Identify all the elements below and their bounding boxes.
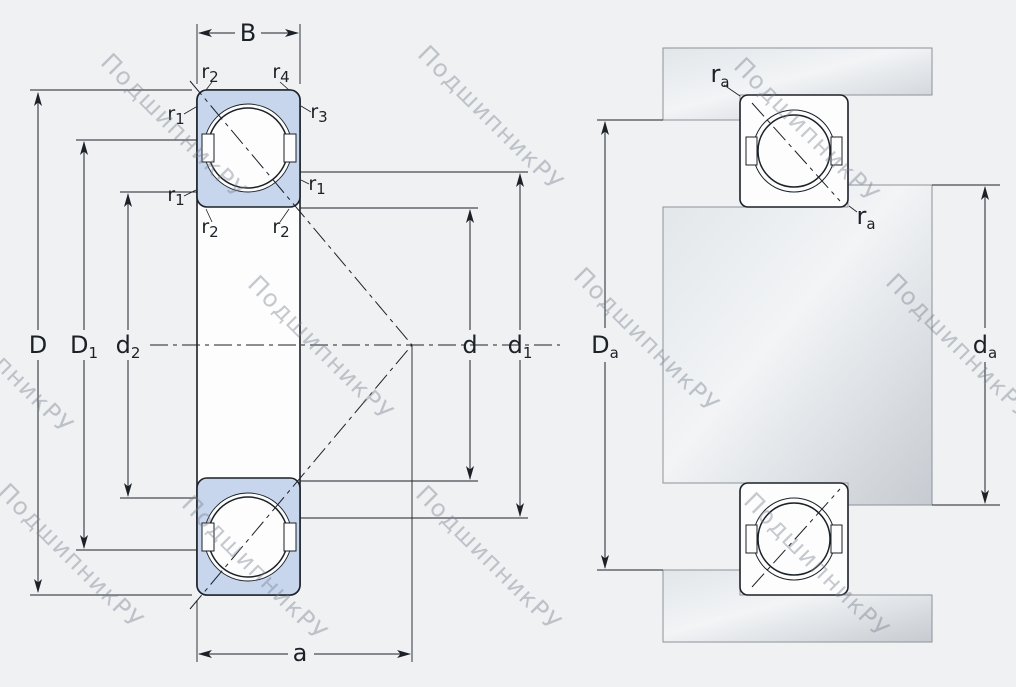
dim-label-a: a	[293, 639, 308, 667]
bottom-ring-section	[196, 477, 301, 596]
ball	[207, 496, 289, 578]
dim-label-Da: Da	[591, 331, 619, 362]
dimension-a: a	[196, 345, 413, 667]
cage-segment	[283, 522, 297, 552]
label-r1-upper-left: r1	[167, 103, 184, 128]
cage-segment	[283, 133, 297, 163]
dimension-B: B	[196, 19, 301, 84]
radius-labels: r2 r4 r1 r3 r1	[167, 61, 327, 241]
ball	[757, 114, 831, 188]
dim-label-D1: D1	[70, 331, 98, 362]
top-ring-section	[196, 89, 301, 208]
label-r1-inner-right: r1	[308, 173, 325, 198]
dimension-d2: d2	[116, 191, 197, 499]
right-view-mounting-section: Da da ra ra	[591, 47, 1000, 643]
contact-angle-line-bottom	[189, 344, 413, 610]
dimension-Da: Da	[591, 119, 663, 571]
label-ra-housing: ra	[710, 60, 729, 91]
mounted-bearing-bottom	[739, 482, 849, 596]
ball	[207, 107, 289, 189]
cage-segment	[745, 136, 758, 166]
label-r1-lower-left: r1	[167, 184, 184, 209]
label-r2-bottom-left: r2	[201, 216, 218, 241]
label-ra-shaft: ra	[856, 202, 875, 233]
contact-angle-line-top	[189, 80, 413, 346]
cage-segment	[745, 524, 758, 554]
dimension-d1: d1	[300, 171, 533, 519]
label-r4-top-right: r4	[272, 61, 289, 86]
dim-label-d2: d2	[116, 331, 141, 362]
shaft-with-shoulder	[662, 184, 933, 506]
label-r2-top-left: r2	[201, 61, 218, 86]
dim-label-d: d	[462, 331, 477, 359]
fillet-radius-labels: ra ra	[710, 60, 875, 233]
ball-contact-centerline	[751, 488, 841, 588]
dim-label-B: B	[240, 19, 256, 47]
dimension-da: da	[932, 184, 1000, 506]
cage-segment	[201, 522, 215, 552]
ball-contact-centerline	[751, 102, 841, 202]
left-view-bearing-section: B D D1	[29, 19, 560, 667]
centerlines	[150, 80, 560, 610]
label-r2-bottom-right: r2	[272, 216, 289, 241]
mounted-bearing-top	[739, 94, 849, 208]
dimension-D1: D1	[70, 139, 197, 551]
dim-label-da: da	[973, 331, 997, 362]
dimension-D: D	[29, 89, 192, 596]
cage-segment	[201, 133, 215, 163]
cage-segment	[830, 136, 843, 166]
label-r3-upper-right: r3	[310, 101, 327, 126]
dimension-d: d	[300, 207, 478, 482]
dim-label-D: D	[29, 331, 47, 359]
ball	[757, 502, 831, 576]
dim-label-d1: d1	[508, 331, 533, 362]
cage-segment	[830, 524, 843, 554]
